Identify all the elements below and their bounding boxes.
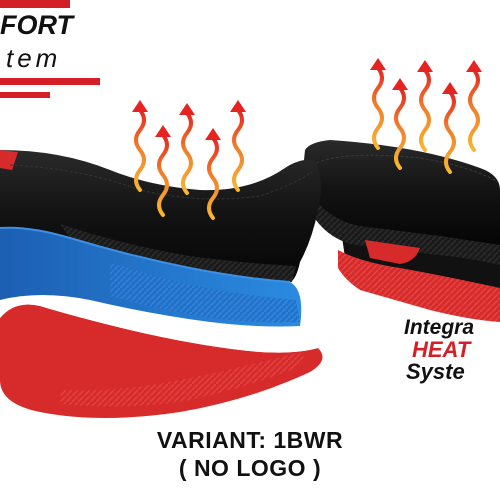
heat-wave-arrow-icon xyxy=(179,103,195,195)
logo-accent-bar-bottom2 xyxy=(0,92,50,98)
logo-note: ( NO LOGO ) xyxy=(178,455,322,481)
heat-wave-arrow-icon xyxy=(132,100,148,192)
badge-line1: Integra xyxy=(404,316,475,339)
heat-wave-arrow-icon xyxy=(392,78,408,170)
heat-wave-arrow-icon xyxy=(466,60,482,152)
rear-seat xyxy=(302,140,500,322)
heat-wave-arrow-icon xyxy=(370,58,386,150)
heat-wave-arrow-icon xyxy=(417,60,433,152)
heat-wave-arrow-icon xyxy=(205,128,221,220)
variant-label: VARIANT: 1BWR xyxy=(156,427,344,453)
brand-logo: FORT tem xyxy=(0,0,110,110)
heat-wave-arrow-icon xyxy=(155,125,171,217)
heat-arrows-rear xyxy=(370,58,482,174)
badge-line2: HEAT xyxy=(412,337,471,362)
heat-wave-arrow-icon xyxy=(442,82,458,174)
front-seat xyxy=(0,150,323,418)
heat-arrows-front xyxy=(132,100,246,220)
heat-wave-arrow-icon xyxy=(230,100,246,192)
logo-accent-bar xyxy=(0,0,70,8)
logo-text-line2: tem xyxy=(6,43,62,73)
badge-line3: Syste xyxy=(406,359,465,384)
heating-system-badge: Integra HEAT Syste xyxy=(404,316,500,406)
logo-text-line1: FORT xyxy=(0,10,73,40)
logo-accent-bar-bottom xyxy=(0,78,100,85)
